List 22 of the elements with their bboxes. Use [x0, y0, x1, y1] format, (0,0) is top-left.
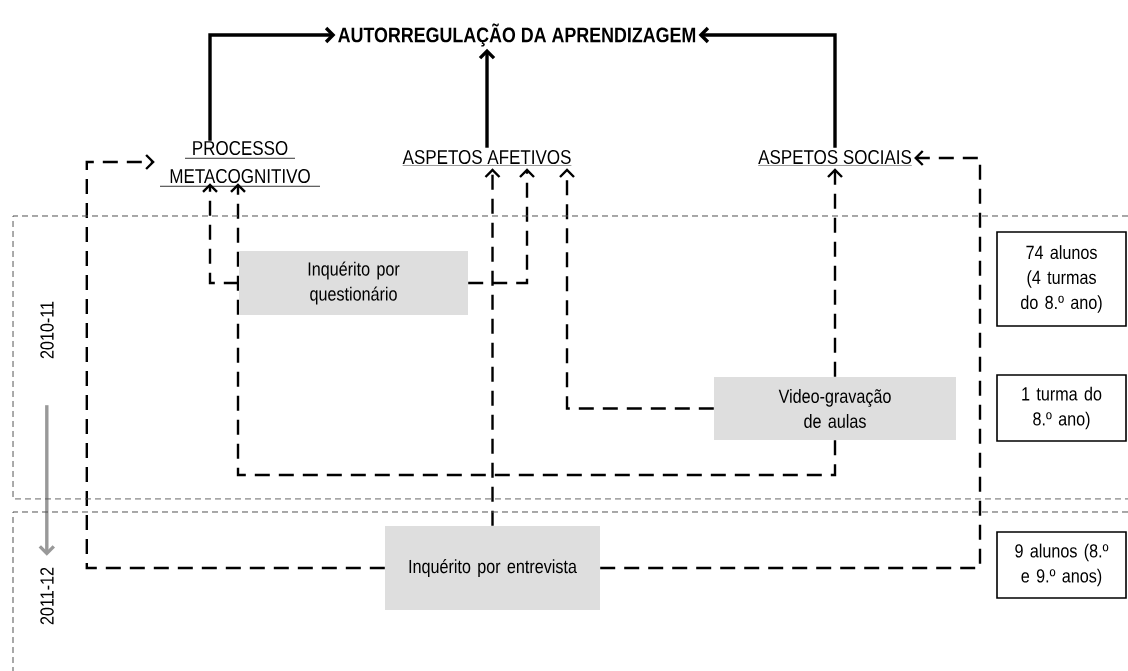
method-box: Inquérito por entrevista	[385, 526, 600, 610]
arrow	[484, 168, 501, 526]
arrow	[230, 183, 837, 477]
arrow	[468, 168, 535, 285]
category-label: ASPETOS AFETIVOS	[402, 149, 572, 166]
arrow	[478, 48, 496, 148]
title-text: AUTORREGULAÇÃO DA APRENDIZAGEM	[338, 23, 696, 47]
arrow	[559, 168, 714, 410]
category-label: PROCESSO METACOGNITIVO	[159, 140, 321, 187]
timeline-arrow	[38, 405, 55, 556]
sample-box: 74 alunos (4 turmas do 8.º ano)	[996, 231, 1127, 327]
arrow	[202, 183, 239, 285]
arrow	[827, 168, 843, 377]
category-label: ASPETOS SOCIAIS	[757, 149, 913, 166]
method-box: Inquérito por questionário	[239, 251, 468, 315]
sample-box: 9 alunos (8.º e 9.º anos)	[996, 531, 1127, 599]
arrow	[698, 26, 837, 148]
method-box: Video-gravação de aulas	[714, 377, 956, 440]
arrow	[208, 26, 336, 141]
arrow	[85, 154, 385, 570]
arrow	[600, 150, 982, 570]
sample-box: 1 turma do 8.º ano)	[996, 374, 1127, 442]
